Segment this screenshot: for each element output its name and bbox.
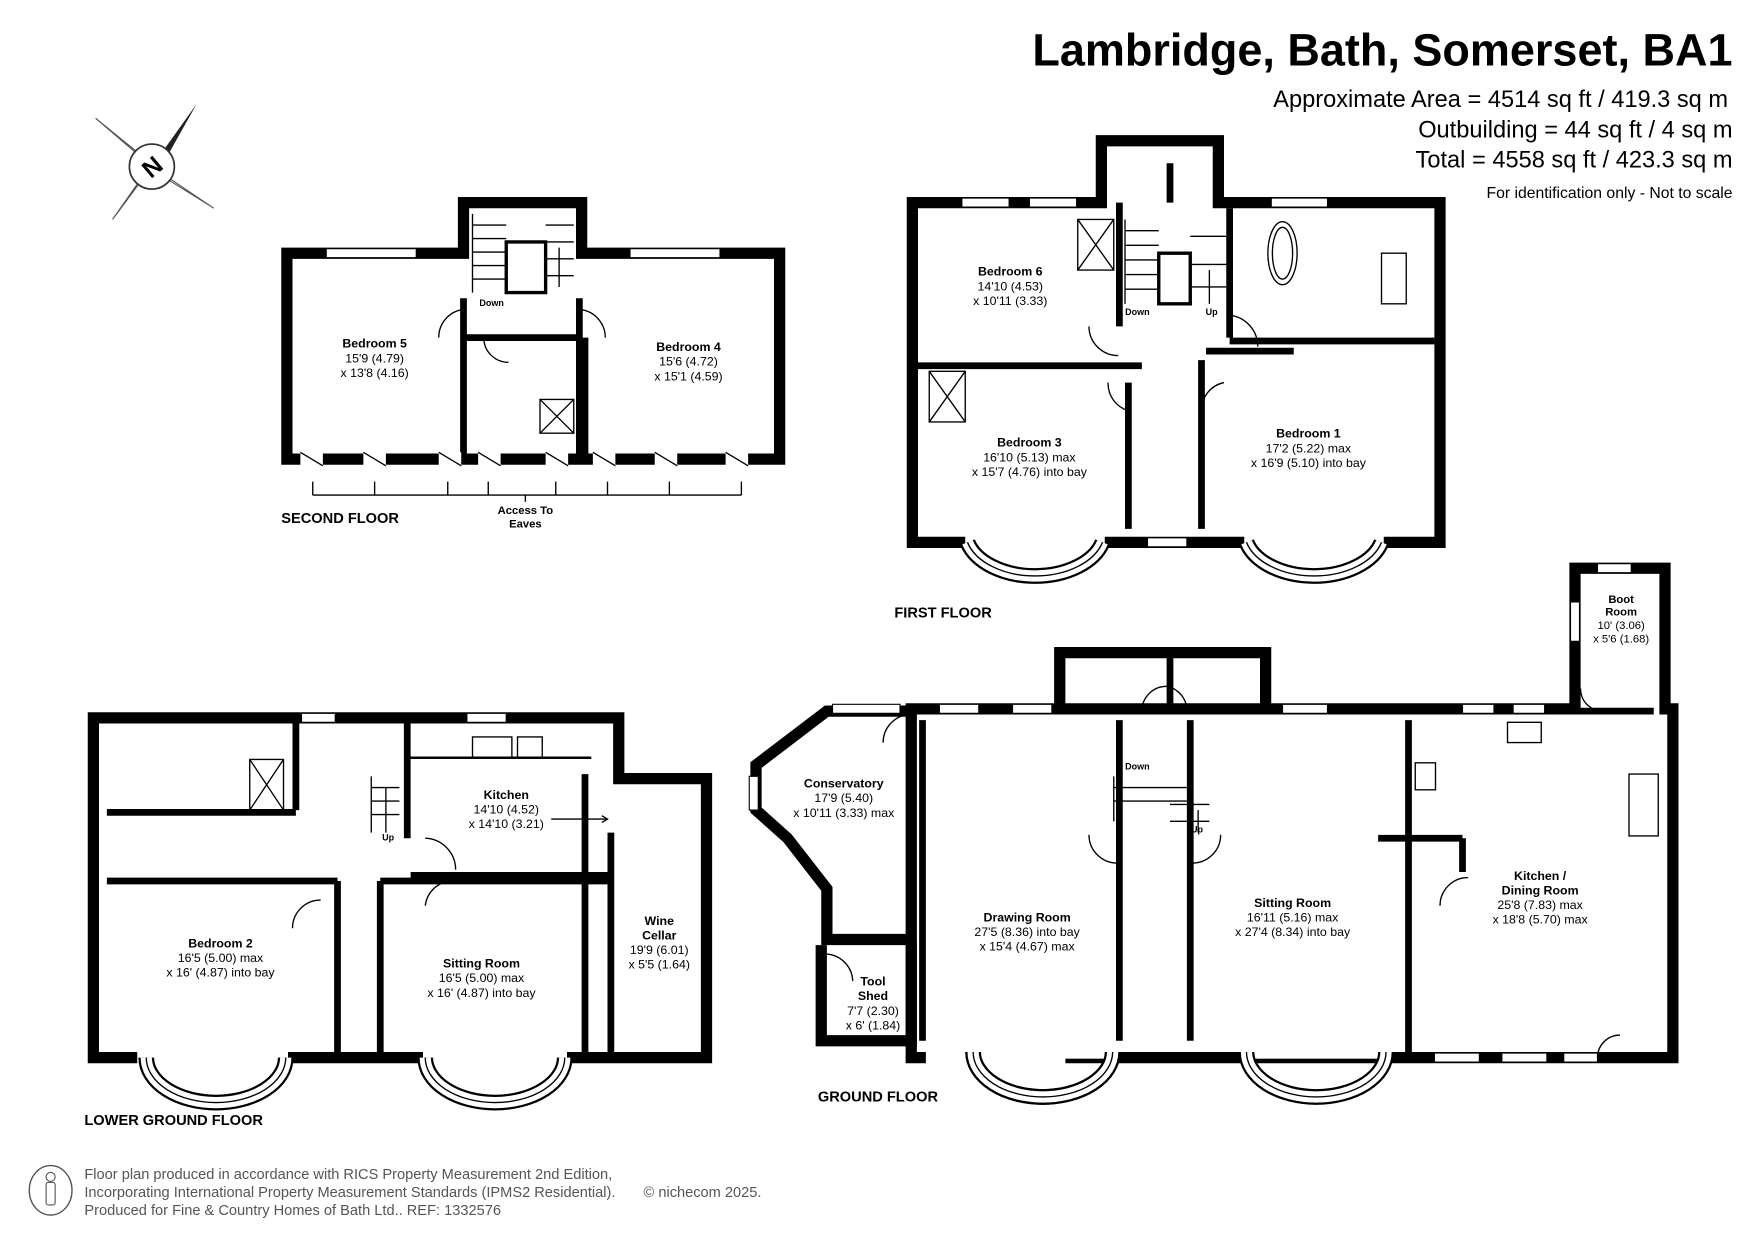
stairs-up-label: Up <box>382 832 394 842</box>
kitchen-dining-label: Kitchen / <box>1514 869 1567 883</box>
tool-shed-dim: 7'7 (2.30) <box>847 1004 899 1018</box>
kitchen-dining-label: Dining Room <box>1502 883 1579 897</box>
boot-room-label: Room <box>1605 606 1637 618</box>
bedroom-6-dim: 14'10 (4.53) <box>977 279 1043 293</box>
lg-kitchen-dim: 14'10 (4.52) <box>473 802 539 816</box>
sitting-room-label: Sitting Room <box>1254 896 1331 910</box>
lg-sitting-room-dim: 16'5 (5.00) max <box>439 971 525 985</box>
stairs-down-label: Down <box>479 298 504 308</box>
boot-room-dim: 10' (3.06) <box>1598 620 1645 632</box>
lg-sitting-room-label: Sitting Room <box>443 957 520 971</box>
ground-floor-plan: Conservatory 17'9 (5.40) x 10'11 (3.33) … <box>748 562 1679 1105</box>
lower-ground-floor-plan: Kitchen 14'10 (4.52) x 14'10 (3.21) Bedr… <box>84 712 713 1129</box>
wine-cellar-label: Cellar <box>642 928 677 942</box>
bedroom-5-dim: 15'9 (4.79) <box>345 351 404 365</box>
bedroom-3-dim: x 15'7 (4.76) into bay <box>972 465 1088 479</box>
conservatory-dim: x 10'11 (3.33) max <box>793 806 895 820</box>
bedroom-6-label: Bedroom 6 <box>978 265 1043 279</box>
stairs-down-label: Down <box>1125 762 1150 772</box>
footer-copyright: © nichecom 2025. <box>644 1185 762 1201</box>
lg-kitchen-dim: x 14'10 (3.21) <box>469 817 544 831</box>
tool-shed-label: Tool <box>860 975 885 989</box>
bedroom-6-dim: x 10'11 (3.33) <box>973 294 1047 308</box>
floor-title-lower-ground: LOWER GROUND FLOOR <box>84 1113 263 1129</box>
stairs-down-label: Down <box>1125 307 1150 317</box>
drawing-room-label: Drawing Room <box>984 910 1071 924</box>
bedroom-1-label: Bedroom 1 <box>1276 427 1341 441</box>
bedroom-2-label: Bedroom 2 <box>188 936 253 950</box>
floor-title-first: FIRST FLOOR <box>894 606 992 622</box>
eaves-label: Eaves <box>509 519 542 531</box>
boot-room-dim: x 5'6 (1.68) <box>1593 633 1649 645</box>
lg-sitting-room-dim: x 16' (4.87) into bay <box>427 986 536 1000</box>
lg-kitchen-label: Kitchen <box>484 788 529 802</box>
wine-cellar-label: Wine <box>645 914 675 928</box>
bedroom-4-label: Bedroom 4 <box>656 340 721 354</box>
bedroom-2-dim: 16'5 (5.00) max <box>178 951 264 965</box>
property-title: Lambridge, Bath, Somerset, BA1 <box>1032 24 1732 75</box>
bedroom-4-dim: x 15'1 (4.59) <box>654 369 722 383</box>
conservatory-dim: 17'9 (5.40) <box>814 791 873 805</box>
sitting-room-dim: x 27'4 (8.34) into bay <box>1235 925 1351 939</box>
approx-area: Approximate Area = 4514 sq ft / 419.3 sq… <box>1273 87 1728 113</box>
compass-icon: N <box>95 103 215 220</box>
bedroom-1-dim: x 16'9 (5.10) into bay <box>1251 456 1367 470</box>
footer-line-3: Produced for Fine & Country Homes of Bat… <box>84 1203 501 1219</box>
outbuilding-area: Outbuilding = 44 sq ft / 4 sq m <box>1418 117 1732 143</box>
wine-cellar-dim: x 5'5 (1.64) <box>629 958 690 972</box>
stairs-up-label: Up <box>1191 825 1203 835</box>
floor-title-second: SECOND FLOOR <box>281 511 399 527</box>
bedroom-2-dim: x 16' (4.87) into bay <box>166 966 275 980</box>
first-floor-plan: Bedroom 6 14'10 (4.53) x 10'11 (3.33) Be… <box>894 135 1446 622</box>
tool-shed-label: Shed <box>858 989 888 1003</box>
floor-title-ground: GROUND FLOOR <box>818 1089 939 1105</box>
bedroom-5-label: Bedroom 5 <box>342 337 407 351</box>
bedroom-1-dim: 17'2 (5.22) max <box>1266 441 1352 455</box>
kitchen-dining-dim: x 18'8 (5.70) max <box>1493 913 1589 927</box>
footer-line-2: Incorporating International Property Mea… <box>84 1185 615 1201</box>
wine-cellar-dim: 19'9 (6.01) <box>630 943 689 957</box>
conservatory-label: Conservatory <box>804 777 884 791</box>
bedroom-3-label: Bedroom 3 <box>997 436 1062 450</box>
total-area: Total = 4558 sq ft / 423.3 sq m <box>1416 148 1733 174</box>
bedroom-4-dim: 15'6 (4.72) <box>659 355 718 369</box>
second-floor-plan: Bedroom 5 15'9 (4.79) x 13'8 (4.16) Bedr… <box>281 196 786 531</box>
eaves-label: Access To <box>498 505 554 517</box>
disclaimer: For identification only - Not to scale <box>1487 185 1733 202</box>
drawing-room-dim: 27'5 (8.36) into bay <box>974 925 1080 939</box>
boot-room-label: Boot <box>1608 594 1634 606</box>
sitting-room-dim: 16'11 (5.16) max <box>1247 910 1339 924</box>
bedroom-3-dim: 16'10 (5.13) max <box>983 450 1076 464</box>
footer-line-1: Floor plan produced in accordance with R… <box>84 1167 612 1183</box>
stairs-up-label: Up <box>1206 307 1218 317</box>
drawing-room-dim: x 15'4 (4.67) max <box>980 940 1076 954</box>
bedroom-5-dim: x 13'8 (4.16) <box>340 366 408 380</box>
kitchen-dining-dim: 25'8 (7.83) max <box>1497 898 1583 912</box>
person-scale-icon <box>28 1164 73 1216</box>
tool-shed-dim: x 6' (1.84) <box>846 1018 901 1032</box>
